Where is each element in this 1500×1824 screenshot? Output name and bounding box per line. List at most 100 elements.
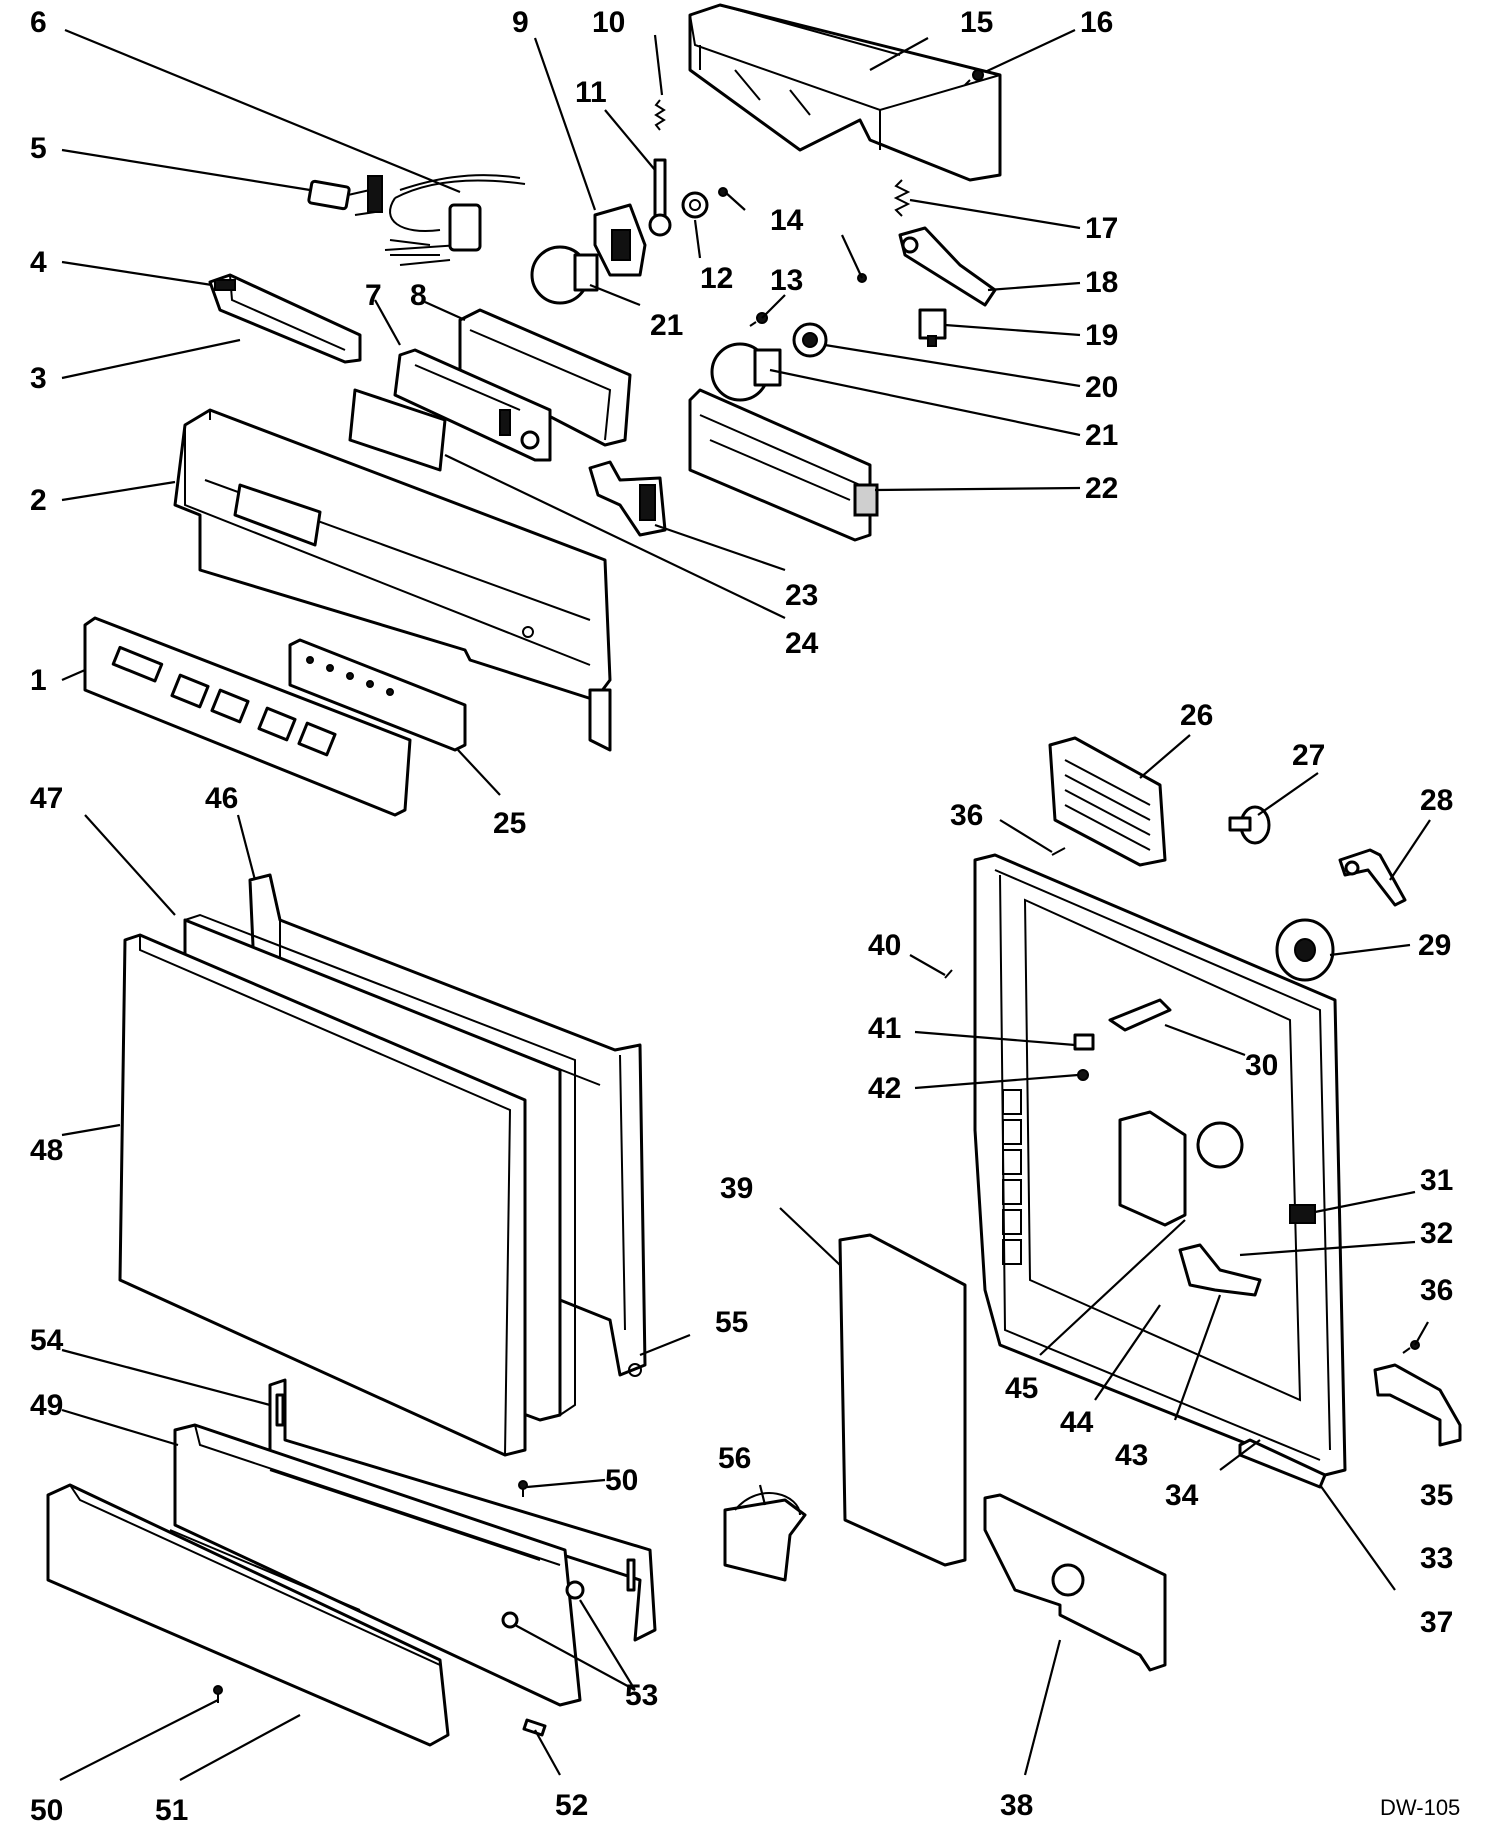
callout-47: 47 — [30, 782, 63, 815]
callout-44: 44 — [1060, 1406, 1094, 1439]
callout-50b: 50 — [30, 1794, 63, 1824]
part-screw — [1051, 847, 1066, 856]
callout-4: 4 — [30, 246, 47, 279]
part-control-panel — [173, 408, 612, 752]
part-screw — [522, 1718, 547, 1737]
part-console-bracket — [208, 273, 362, 364]
part-rinse-aid-cap — [1228, 805, 1271, 845]
diagram-code: DW-105 — [1380, 1795, 1460, 1820]
callout-5: 5 — [30, 132, 47, 165]
callout-32: 32 — [1420, 1217, 1453, 1250]
part-door-insulation — [838, 1233, 967, 1567]
part-screw — [213, 1685, 223, 1703]
callout-labels: 6 5 4 3 2 1 7 8 9 10 11 12 13 14 15 16 1… — [30, 6, 1460, 1824]
callout-25: 25 — [493, 807, 526, 840]
callout-3: 3 — [30, 362, 47, 395]
part-knob — [681, 191, 709, 219]
callout-2: 2 — [30, 484, 47, 517]
part-latch-pin — [1338, 848, 1407, 907]
callout-36b: 36 — [1420, 1274, 1453, 1307]
part-display-lens — [348, 388, 447, 472]
part-control-overlay — [83, 616, 412, 817]
part-latch-lever — [898, 226, 997, 307]
callout-30: 30 — [1245, 1049, 1278, 1082]
part-screw — [964, 69, 984, 86]
part-timer-motor — [530, 245, 599, 305]
part-door-switch — [593, 203, 647, 277]
part-switch-bracket — [588, 460, 667, 537]
callout-53: 53 — [625, 1679, 658, 1712]
callout-52: 52 — [555, 1789, 588, 1822]
callout-34: 34 — [1165, 1479, 1199, 1512]
callout-46: 46 — [205, 782, 238, 815]
callout-18: 18 — [1085, 266, 1118, 299]
callout-13: 13 — [770, 264, 803, 297]
part-shaft — [648, 158, 672, 237]
callout-36a: 36 — [950, 799, 983, 832]
part-small-spring — [654, 99, 666, 131]
callout-7: 7 — [365, 279, 382, 312]
part-inner-door — [973, 853, 1347, 1477]
callout-12: 12 — [700, 262, 733, 295]
callout-21b: 21 — [1085, 419, 1118, 452]
callout-43: 43 — [1115, 1439, 1148, 1472]
part-kick-plate — [173, 1423, 585, 1707]
callout-48: 48 — [30, 1134, 63, 1167]
callout-50a: 50 — [605, 1464, 638, 1497]
part-wire-connector — [307, 175, 383, 216]
callout-51: 51 — [155, 1794, 188, 1824]
callout-26: 26 — [1180, 699, 1213, 732]
part-timer-motor — [710, 342, 782, 402]
callout-42: 42 — [868, 1072, 901, 1105]
callout-8: 8 — [410, 279, 427, 312]
callout-31: 31 — [1420, 1164, 1453, 1197]
callout-28: 28 — [1420, 784, 1453, 817]
callout-21a: 21 — [650, 309, 683, 342]
part-door-panel-outer — [118, 933, 527, 1457]
callout-9: 9 — [512, 6, 529, 39]
part-wire-harness — [384, 174, 526, 266]
callout-17: 17 — [1085, 212, 1118, 245]
callout-40: 40 — [868, 929, 901, 962]
callout-20: 20 — [1085, 371, 1118, 404]
callout-24: 24 — [785, 627, 819, 660]
callout-56: 56 — [718, 1442, 751, 1475]
callout-37: 37 — [1420, 1606, 1453, 1639]
callout-19: 19 — [1085, 319, 1118, 352]
callout-54: 54 — [30, 1324, 64, 1357]
callout-49: 49 — [30, 1389, 63, 1422]
callout-45: 45 — [1005, 1372, 1038, 1405]
callout-27: 27 — [1292, 739, 1325, 772]
part-bumper — [1073, 1033, 1095, 1081]
part-micro-switch — [918, 308, 947, 347]
leader-lines — [59, 28, 1431, 1781]
part-display-board — [393, 348, 552, 462]
callout-1: 1 — [30, 664, 47, 697]
callout-35: 35 — [1420, 1479, 1453, 1512]
part-selector-knob — [792, 322, 828, 358]
part-screw — [944, 969, 953, 979]
part-door-hinge — [1373, 1363, 1462, 1447]
callout-10: 10 — [592, 6, 625, 39]
part-hinge-bracket — [723, 1492, 807, 1582]
part-screw — [518, 1480, 528, 1497]
part-kick-panel — [46, 1483, 450, 1747]
callout-22: 22 — [1085, 472, 1118, 505]
callout-38: 38 — [1000, 1789, 1033, 1822]
callout-15: 15 — [960, 6, 993, 39]
callout-55: 55 — [715, 1306, 748, 1339]
callout-23: 23 — [785, 579, 818, 612]
callout-39: 39 — [720, 1172, 753, 1205]
part-control-board — [688, 388, 879, 542]
part-top-bracket — [688, 3, 1002, 182]
callout-41: 41 — [868, 1012, 901, 1045]
callout-6: 6 — [30, 6, 47, 39]
part-spring — [893, 179, 911, 217]
callout-33: 33 — [1420, 1542, 1453, 1575]
callout-16: 16 — [1080, 6, 1113, 39]
callout-29: 29 — [1418, 929, 1451, 962]
callout-11: 11 — [575, 76, 607, 109]
part-dispenser-disc — [1275, 918, 1335, 982]
part-door-strip — [1238, 1438, 1327, 1489]
